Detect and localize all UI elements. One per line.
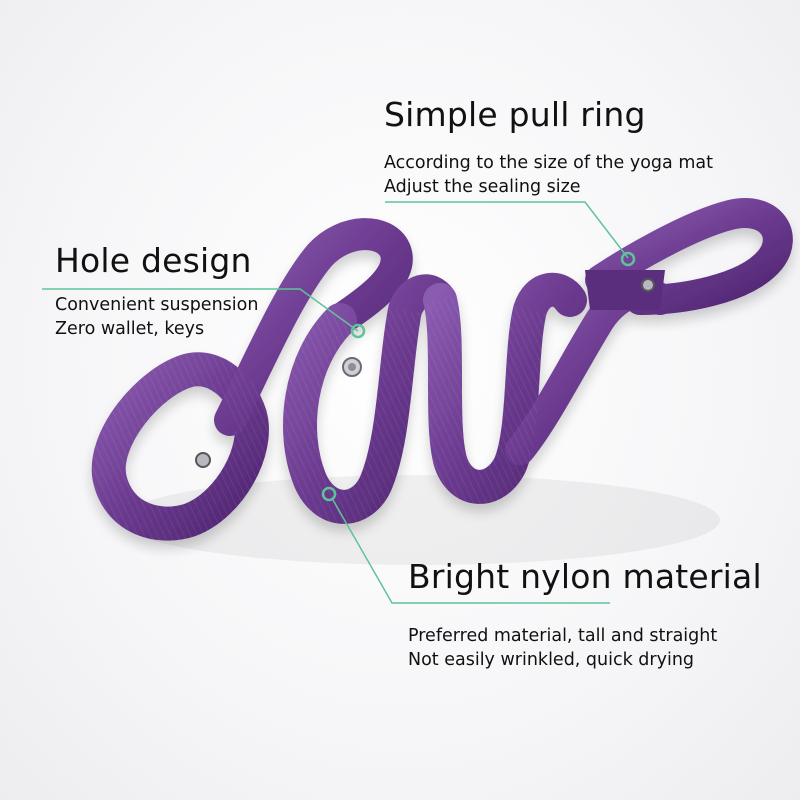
callout-text: Preferred material, tall and straight	[408, 626, 718, 646]
callout-marker-icon	[350, 323, 366, 339]
pull-ring-loop	[585, 198, 793, 315]
callout-title: Hole design	[55, 241, 252, 280]
callout-text: Adjust the sealing size	[384, 177, 581, 197]
callout-marker-icon	[321, 486, 337, 502]
buckle-band	[585, 270, 665, 310]
callout-title: Simple pull ring	[384, 95, 646, 134]
callout-nylon-material: Bright nylon material Preferred material…	[408, 560, 762, 672]
callout-text: Convenient suspension	[55, 295, 259, 315]
snap-rivet-icon	[195, 452, 211, 468]
snap-rivet-icon	[641, 278, 655, 292]
callout-leaders	[42, 201, 629, 604]
callout-text: Zero wallet, keys	[55, 319, 205, 339]
callout-hole-design: Hole design Convenient suspension Zero w…	[55, 244, 258, 341]
snap-rivet-icon	[342, 357, 362, 377]
leader-line-hole-design	[42, 288, 359, 332]
callout-marker-icon	[620, 251, 636, 267]
callout-text: According to the size of the yoga mat	[384, 153, 713, 173]
callout-pull-ring: Simple pull ring According to the size o…	[384, 98, 713, 199]
strap-upper-left-loop	[214, 218, 413, 436]
leader-line-pull-ring	[385, 201, 629, 259]
leader-line-nylon	[332, 499, 610, 604]
callout-text: Not easily wrinkled, quick drying	[408, 650, 695, 670]
callout-title: Bright nylon material	[408, 557, 762, 596]
